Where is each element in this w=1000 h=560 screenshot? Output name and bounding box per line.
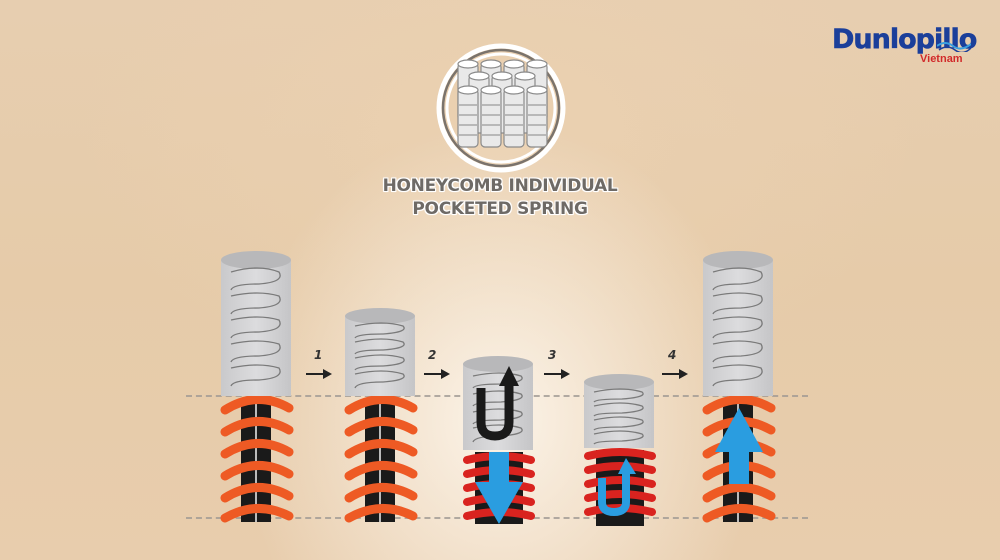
blue-up-arrow-icon xyxy=(715,408,763,484)
honeycomb-emblem xyxy=(436,43,566,173)
step-label-4: 4 xyxy=(668,348,677,362)
emblem-title-line1: HONEYCOMB INDIVIDUAL xyxy=(382,176,618,196)
step-label-2: 2 xyxy=(428,348,437,362)
step-1-arrow-icon xyxy=(306,369,332,379)
honeycomb-pocket-springs-icon xyxy=(436,43,566,173)
spring-unit-compressed xyxy=(343,308,419,530)
dunlopillo-logo[interactable]: Dunlopillo Vietnam xyxy=(832,24,978,70)
black-u-turn-arrow-icon xyxy=(476,366,519,441)
spring-unit-initial xyxy=(219,250,295,530)
step-label-3: 3 xyxy=(548,348,557,362)
brand-region: Vietnam xyxy=(920,53,963,65)
blue-down-arrow-icon xyxy=(475,452,523,524)
emblem-title-line2: POCKETED SPRING xyxy=(412,199,588,219)
step-label-1: 1 xyxy=(314,348,323,362)
step-4-arrow-icon xyxy=(662,369,688,379)
logo-wave-icon xyxy=(937,42,971,52)
spring-unit-rebound-pocket xyxy=(461,356,537,530)
step-2-arrow-icon xyxy=(424,369,450,379)
spring-unit-restored xyxy=(701,250,777,530)
step-3-arrow-icon xyxy=(544,369,570,379)
brand-name: Dunlopillo xyxy=(832,24,978,56)
blue-u-turn-arrow-icon xyxy=(598,458,636,517)
spring-unit-rebound-coil xyxy=(582,374,658,530)
